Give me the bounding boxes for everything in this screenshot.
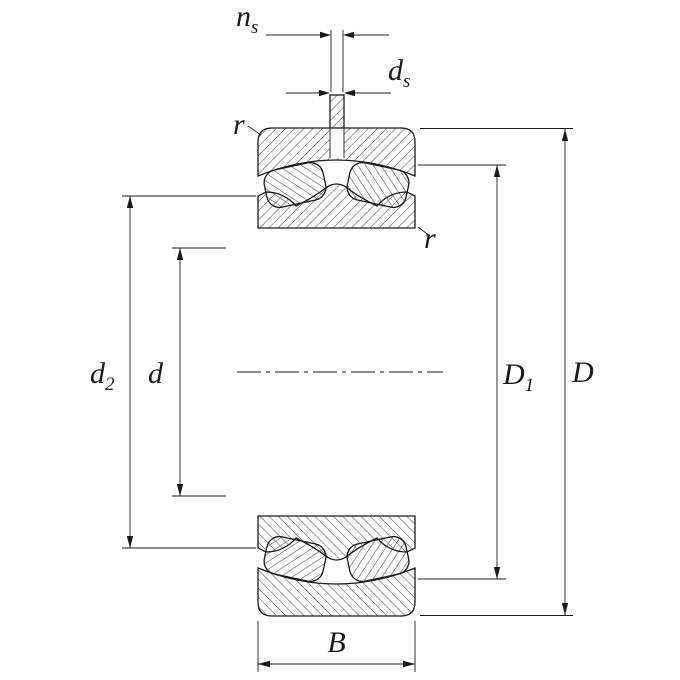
dimension-ns: ns — [236, 0, 389, 92]
label-D: D — [571, 356, 594, 389]
lubrication-hole — [329, 94, 345, 158]
label-r-right: r — [424, 222, 436, 255]
bearing-cross-section — [237, 94, 443, 617]
bearing-half-section — [257, 127, 416, 229]
dimension-D1: D1 — [418, 164, 534, 580]
label-B: B — [327, 626, 345, 659]
label-ns: ns — [236, 0, 258, 38]
lubrication-pin — [329, 94, 345, 129]
radius-label-top: r — [233, 108, 262, 141]
dimension-d2: d2 — [90, 195, 256, 549]
label-D1: D1 — [502, 358, 534, 396]
radius-label-right: r — [417, 222, 436, 255]
bearing-half-section-mirror — [257, 515, 416, 617]
label-r-top: r — [233, 108, 245, 141]
inner-ring-section — [257, 183, 416, 229]
label-ds: ds — [388, 54, 410, 92]
dimension-D: D — [420, 128, 594, 616]
dimension-ds: ds — [286, 54, 410, 97]
label-d2: d2 — [90, 357, 115, 395]
dimension-d: d — [148, 247, 226, 497]
dimension-B: B — [257, 621, 416, 672]
label-d: d — [148, 357, 164, 390]
